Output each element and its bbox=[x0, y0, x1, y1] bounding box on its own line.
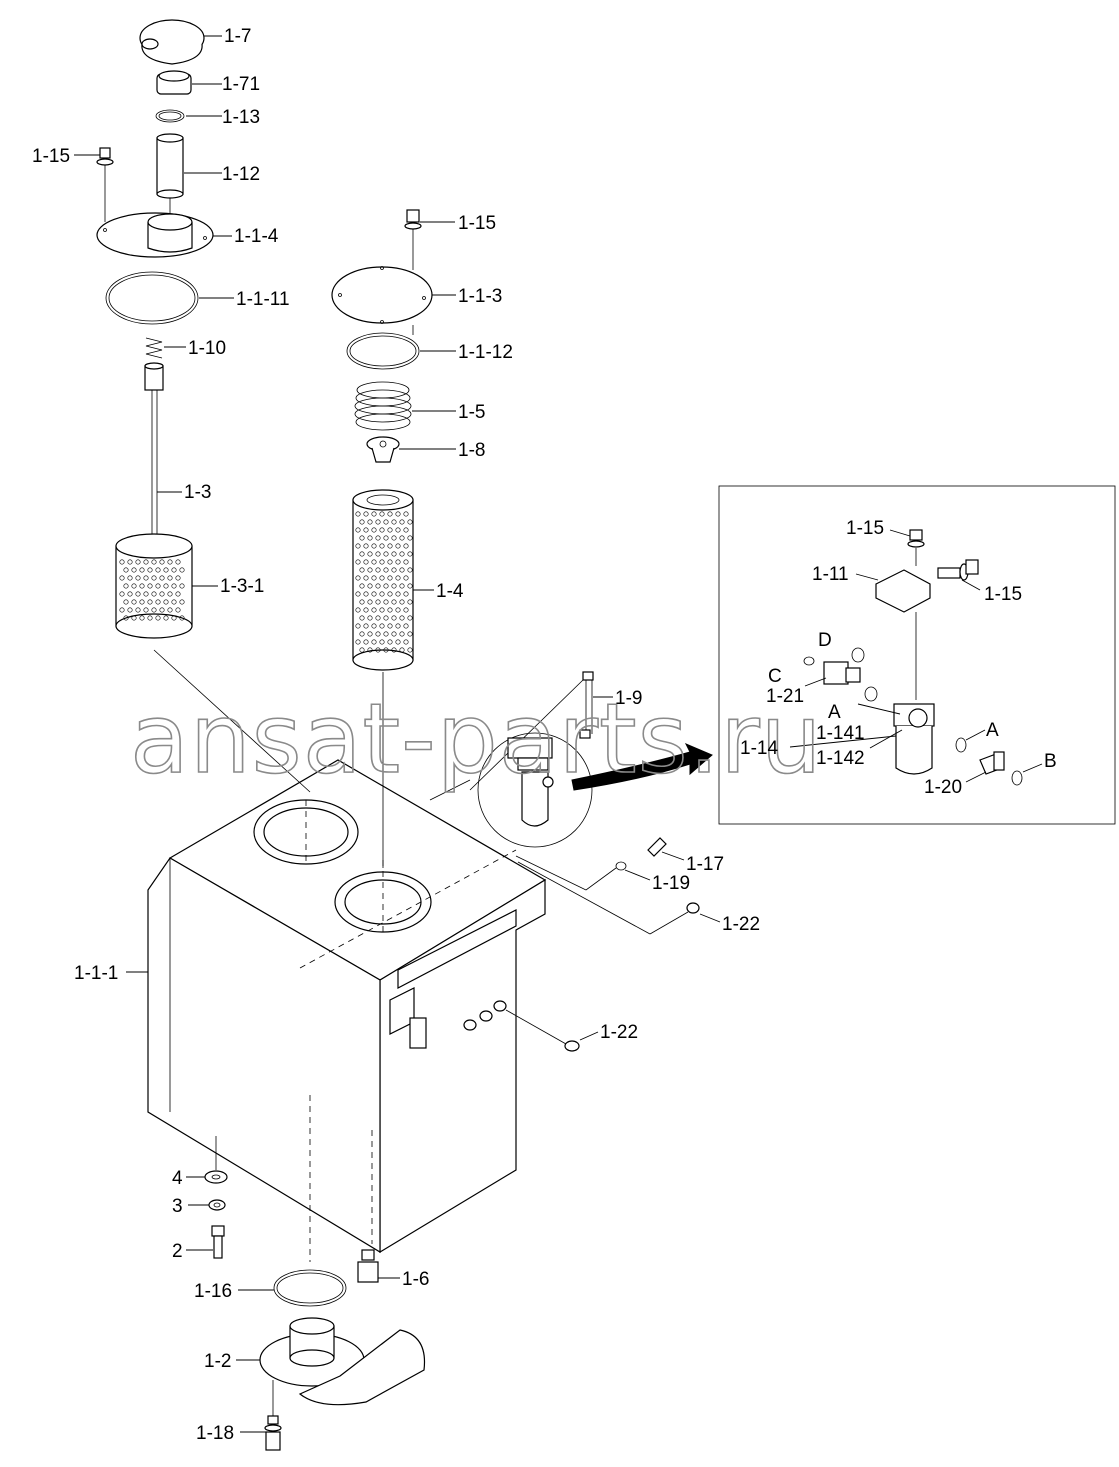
rod-1-3 bbox=[144, 362, 182, 545]
label-1-1-4: 1-1-4 bbox=[234, 226, 279, 247]
label-1-7: 1-7 bbox=[224, 26, 251, 47]
pipe-1-12 bbox=[156, 133, 222, 199]
label-1-1-3: 1-1-3 bbox=[458, 286, 502, 307]
nut-1-71 bbox=[156, 70, 222, 95]
label-1-1-11: 1-1-11 bbox=[236, 289, 290, 310]
label-1-9: 1-9 bbox=[615, 688, 642, 709]
detail-arrow bbox=[571, 743, 713, 791]
bolt-1-15-top bbox=[74, 147, 114, 222]
o-ring-1-1-12 bbox=[346, 332, 456, 370]
label-1-18: 1-18 bbox=[196, 1423, 234, 1444]
label-1-12: 1-12 bbox=[222, 164, 260, 185]
label-1-6: 1-6 bbox=[402, 1269, 429, 1290]
bolt-2 bbox=[186, 1225, 225, 1259]
mesh-pattern bbox=[119, 559, 185, 621]
cover-1-1-4 bbox=[96, 212, 232, 258]
detail-label-A-left: A bbox=[828, 702, 841, 723]
hydraulic-tank-1-1-1 bbox=[126, 759, 547, 1262]
label-1-2: 1-2 bbox=[204, 1351, 231, 1372]
o-ring-1-19 bbox=[515, 855, 651, 891]
cover-plate-1-1-3 bbox=[331, 266, 456, 324]
drain-plug-1-6 bbox=[357, 1249, 400, 1283]
breather-1-17 bbox=[647, 837, 685, 861]
label-3: 3 bbox=[172, 1196, 183, 1217]
suction-pipe-1-2 bbox=[236, 1317, 426, 1406]
label-1-16: 1-16 bbox=[194, 1281, 232, 1302]
detail-label-1-15-b: 1-15 bbox=[984, 584, 1022, 605]
detail-label-1-11: 1-11 bbox=[812, 564, 849, 585]
breather-cap-1-7 bbox=[139, 19, 222, 65]
detail-circle bbox=[429, 732, 593, 848]
detail-label-B: B bbox=[1044, 751, 1057, 772]
filter-element-1-4 bbox=[352, 489, 434, 671]
label-1-22-a: 1-22 bbox=[722, 914, 760, 935]
label-1-15-mid: 1-15 bbox=[458, 213, 496, 234]
label-1-1-12: 1-1-12 bbox=[458, 342, 513, 363]
o-ring-1-1-11 bbox=[105, 271, 234, 325]
snap-ring-1-13 bbox=[155, 109, 222, 123]
mesh-pattern bbox=[355, 511, 413, 653]
watermark: ansat-parts.ru bbox=[130, 683, 823, 795]
washer-3 bbox=[188, 1199, 226, 1211]
washer-4 bbox=[186, 1136, 228, 1184]
label-4: 4 bbox=[172, 1168, 183, 1189]
plug-1-22-b bbox=[505, 1009, 599, 1052]
plug-1-22-a bbox=[517, 861, 721, 935]
detail-label-C: C bbox=[768, 666, 782, 687]
label-1-4: 1-4 bbox=[436, 581, 464, 602]
detail-label-D: D bbox=[818, 630, 832, 651]
label-1-3-1: 1-3-1 bbox=[220, 576, 264, 597]
label-1-71: 1-71 bbox=[222, 74, 260, 95]
label-1-1-1: 1-1-1 bbox=[74, 963, 118, 984]
label-1-22-b: 1-22 bbox=[600, 1022, 638, 1043]
detail-label-1-14: 1-14 bbox=[740, 738, 778, 759]
o-ring-1-16 bbox=[238, 1269, 347, 1307]
filter-element-1-3-1 bbox=[115, 533, 218, 639]
label-1-19: 1-19 bbox=[652, 873, 690, 894]
level-gauge-1-9 bbox=[469, 671, 613, 791]
detail-label-1-20: 1-20 bbox=[924, 777, 962, 798]
spring-1-10 bbox=[145, 337, 186, 359]
label-1-13: 1-13 bbox=[222, 107, 260, 128]
detail-label-A-right: A bbox=[986, 720, 999, 741]
bolt-1-18 bbox=[240, 1380, 282, 1451]
label-1-15-top: 1-15 bbox=[32, 146, 70, 167]
detail-label-1-141: 1-141 bbox=[816, 723, 865, 744]
label-2: 2 bbox=[172, 1241, 183, 1262]
label-1-17: 1-17 bbox=[686, 854, 724, 875]
spring-1-5 bbox=[354, 381, 456, 431]
valve-1-8 bbox=[366, 436, 456, 463]
label-1-5: 1-5 bbox=[458, 402, 485, 423]
detail-box bbox=[718, 485, 1116, 825]
label-1-8: 1-8 bbox=[458, 440, 485, 461]
detail-label-1-21: 1-21 bbox=[766, 686, 804, 707]
detail-label-1-142: 1-142 bbox=[816, 748, 865, 769]
bolt-1-15-mid bbox=[404, 209, 455, 270]
detail-label-1-15-a: 1-15 bbox=[846, 518, 884, 539]
label-1-3: 1-3 bbox=[184, 482, 211, 503]
label-1-10: 1-10 bbox=[188, 338, 226, 359]
